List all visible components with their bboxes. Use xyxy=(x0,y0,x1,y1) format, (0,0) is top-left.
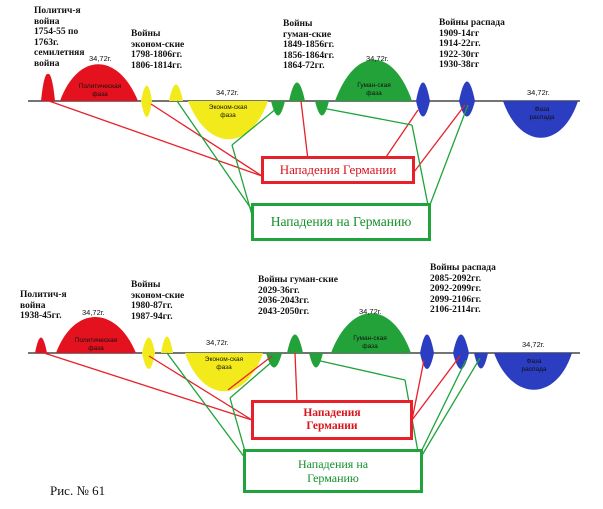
top-box-attacks-on-germany: Нападения на Германию xyxy=(251,203,431,241)
top-phase-economic xyxy=(188,101,268,140)
figure-caption: Рис. № 61 xyxy=(50,483,106,498)
bottom-phase-economic xyxy=(185,353,263,392)
bottom-green-connectors xyxy=(166,352,481,463)
bottom-war-spike-humanitarian-2 xyxy=(287,334,303,353)
top-phase-label-humanitarian: Гуман-ская фаза xyxy=(357,82,391,97)
top-phase-decay xyxy=(503,101,578,138)
top-red-connectors xyxy=(48,100,466,177)
top-duration-3: 34,72г. xyxy=(366,54,389,63)
bottom-war-spike-economic-1 xyxy=(142,337,155,369)
bottom-phase-political xyxy=(56,317,136,353)
top-war-spike-decay-1 xyxy=(416,82,430,117)
top-phase-label-political: Политическая фаза xyxy=(78,83,122,98)
bottom-phase-humanitarian xyxy=(331,313,411,353)
bottom-label-decay-wars: Войны распада 2085-2092гг. 2092-2099гг. … xyxy=(430,263,496,315)
top-duration-2: 34,72г. xyxy=(216,88,239,97)
top-label-political-wars: Политич-я война 1754-55 по 1763г. семиле… xyxy=(34,6,85,69)
top-box-attacks-by-germany: Нападения Германии xyxy=(261,156,415,184)
bottom-duration-4: 34,72г. xyxy=(522,340,545,349)
bottom-phase-label-economic: Эконом-ская фаза xyxy=(204,356,244,371)
bottom-phase-label-humanitarian: Гуман-ская фаза xyxy=(353,335,387,350)
top-phase-label-decay: Фаза распада xyxy=(529,106,555,121)
top-war-spike-humanitarian-1 xyxy=(271,101,285,116)
top-war-spike-humanitarian-2 xyxy=(289,82,305,101)
bottom-duration-3: 34,72г. xyxy=(359,307,382,316)
bottom-war-spike-decay-1 xyxy=(420,334,434,369)
bottom-diagram xyxy=(28,313,580,463)
bottom-war-spike-economic-2 xyxy=(161,336,173,353)
bottom-phase-label-political: Политическая фаза xyxy=(74,337,118,352)
bottom-duration-2: 34,72г. xyxy=(206,338,229,347)
top-diagram xyxy=(28,59,580,216)
bottom-box-attacks-by-germany: Нападения Германии xyxy=(251,400,413,440)
top-phase-political xyxy=(60,64,138,101)
top-green-connectors xyxy=(176,100,469,216)
bottom-label-humanitarian-wars: Войны гуман-ские 2029-36гг. 2036-2043гг.… xyxy=(258,275,338,317)
top-duration-4: 34,72г. xyxy=(527,88,550,97)
top-label-economic-wars: Войны эконом-ские 1798-1806гг. 1806-1814… xyxy=(131,29,185,71)
bottom-box-attacks-on-germany: Нападения на Германию xyxy=(243,449,423,493)
bottom-war-spike-political xyxy=(35,337,47,353)
top-war-spike-economic-1 xyxy=(141,85,152,117)
top-war-spike-economic-2 xyxy=(169,84,183,101)
top-war-spike-decay-2 xyxy=(459,81,475,117)
top-duration-1: 34,72г. xyxy=(89,54,112,63)
top-war-spike-political xyxy=(41,73,55,101)
top-label-humanitarian-wars: Войны гуман-ские 1849-1856гг. 1856-1864г… xyxy=(283,19,335,71)
bottom-phase-label-decay: Фаза распада xyxy=(521,358,547,373)
bottom-label-political-wars: Политич-я война 1938-45гг. xyxy=(20,290,67,321)
bottom-war-spike-decay-3 xyxy=(474,353,488,369)
bottom-label-economic-wars: Войны эконом-ские 1980-87гг. 1987-94гг. xyxy=(131,280,185,322)
top-label-decay-wars: Войны распада 1909-14гг 1914-22гг. 1922-… xyxy=(439,18,505,70)
bottom-duration-1: 34,72г. xyxy=(82,308,105,317)
bottom-war-spike-decay-2 xyxy=(453,334,469,369)
bottom-phase-decay xyxy=(494,353,572,390)
bottom-red-connectors xyxy=(43,352,461,421)
top-phase-label-economic: Эконом-ская фаза xyxy=(208,104,248,119)
top-phase-humanitarian xyxy=(335,59,412,101)
